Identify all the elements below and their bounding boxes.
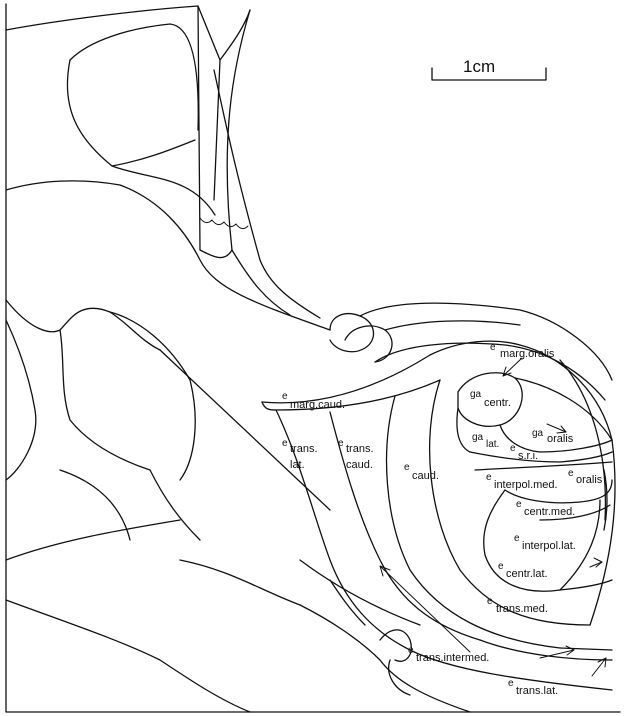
- label-e-trans-lat-bottom: e trans.lat.: [508, 673, 558, 697]
- label-e-marg-oralis: e marg.oralis: [490, 337, 555, 360]
- label-e-trans-intermed: e trans.intermed.: [408, 640, 489, 664]
- scale-bar: 1cm: [432, 57, 546, 80]
- lower-fold-outline: [300, 580, 470, 712]
- label-e-oralis: e oralis: [568, 463, 603, 486]
- label-ga-centr: ga centr.: [470, 384, 511, 409]
- label-e-sri: e s.r.i.: [510, 438, 538, 462]
- scale-bar-label: 1cm: [463, 57, 495, 76]
- label-e-interpol-med: e interpol.med.: [486, 467, 558, 491]
- label-e-trans-caud: e trans. caud.: [338, 433, 378, 471]
- label-e-centr-med: e centr.med.: [516, 494, 575, 518]
- label-e-interpol-lat: e interpol.lat.: [514, 528, 576, 552]
- upper-structure-outline: [6, 6, 320, 318]
- label-ga-lat: ga lat.: [472, 427, 499, 450]
- label-e-trans-med: e trans.med.: [487, 591, 548, 615]
- label-e-centr-lat: e centr.lat.: [498, 556, 548, 580]
- label-e-trans-lat-left: e trans. lat.: [282, 433, 322, 471]
- tube-loops: [330, 303, 612, 400]
- label-e-caud: e caud.: [404, 457, 439, 482]
- label-e-marg-caud: e marg.caud.: [282, 386, 345, 411]
